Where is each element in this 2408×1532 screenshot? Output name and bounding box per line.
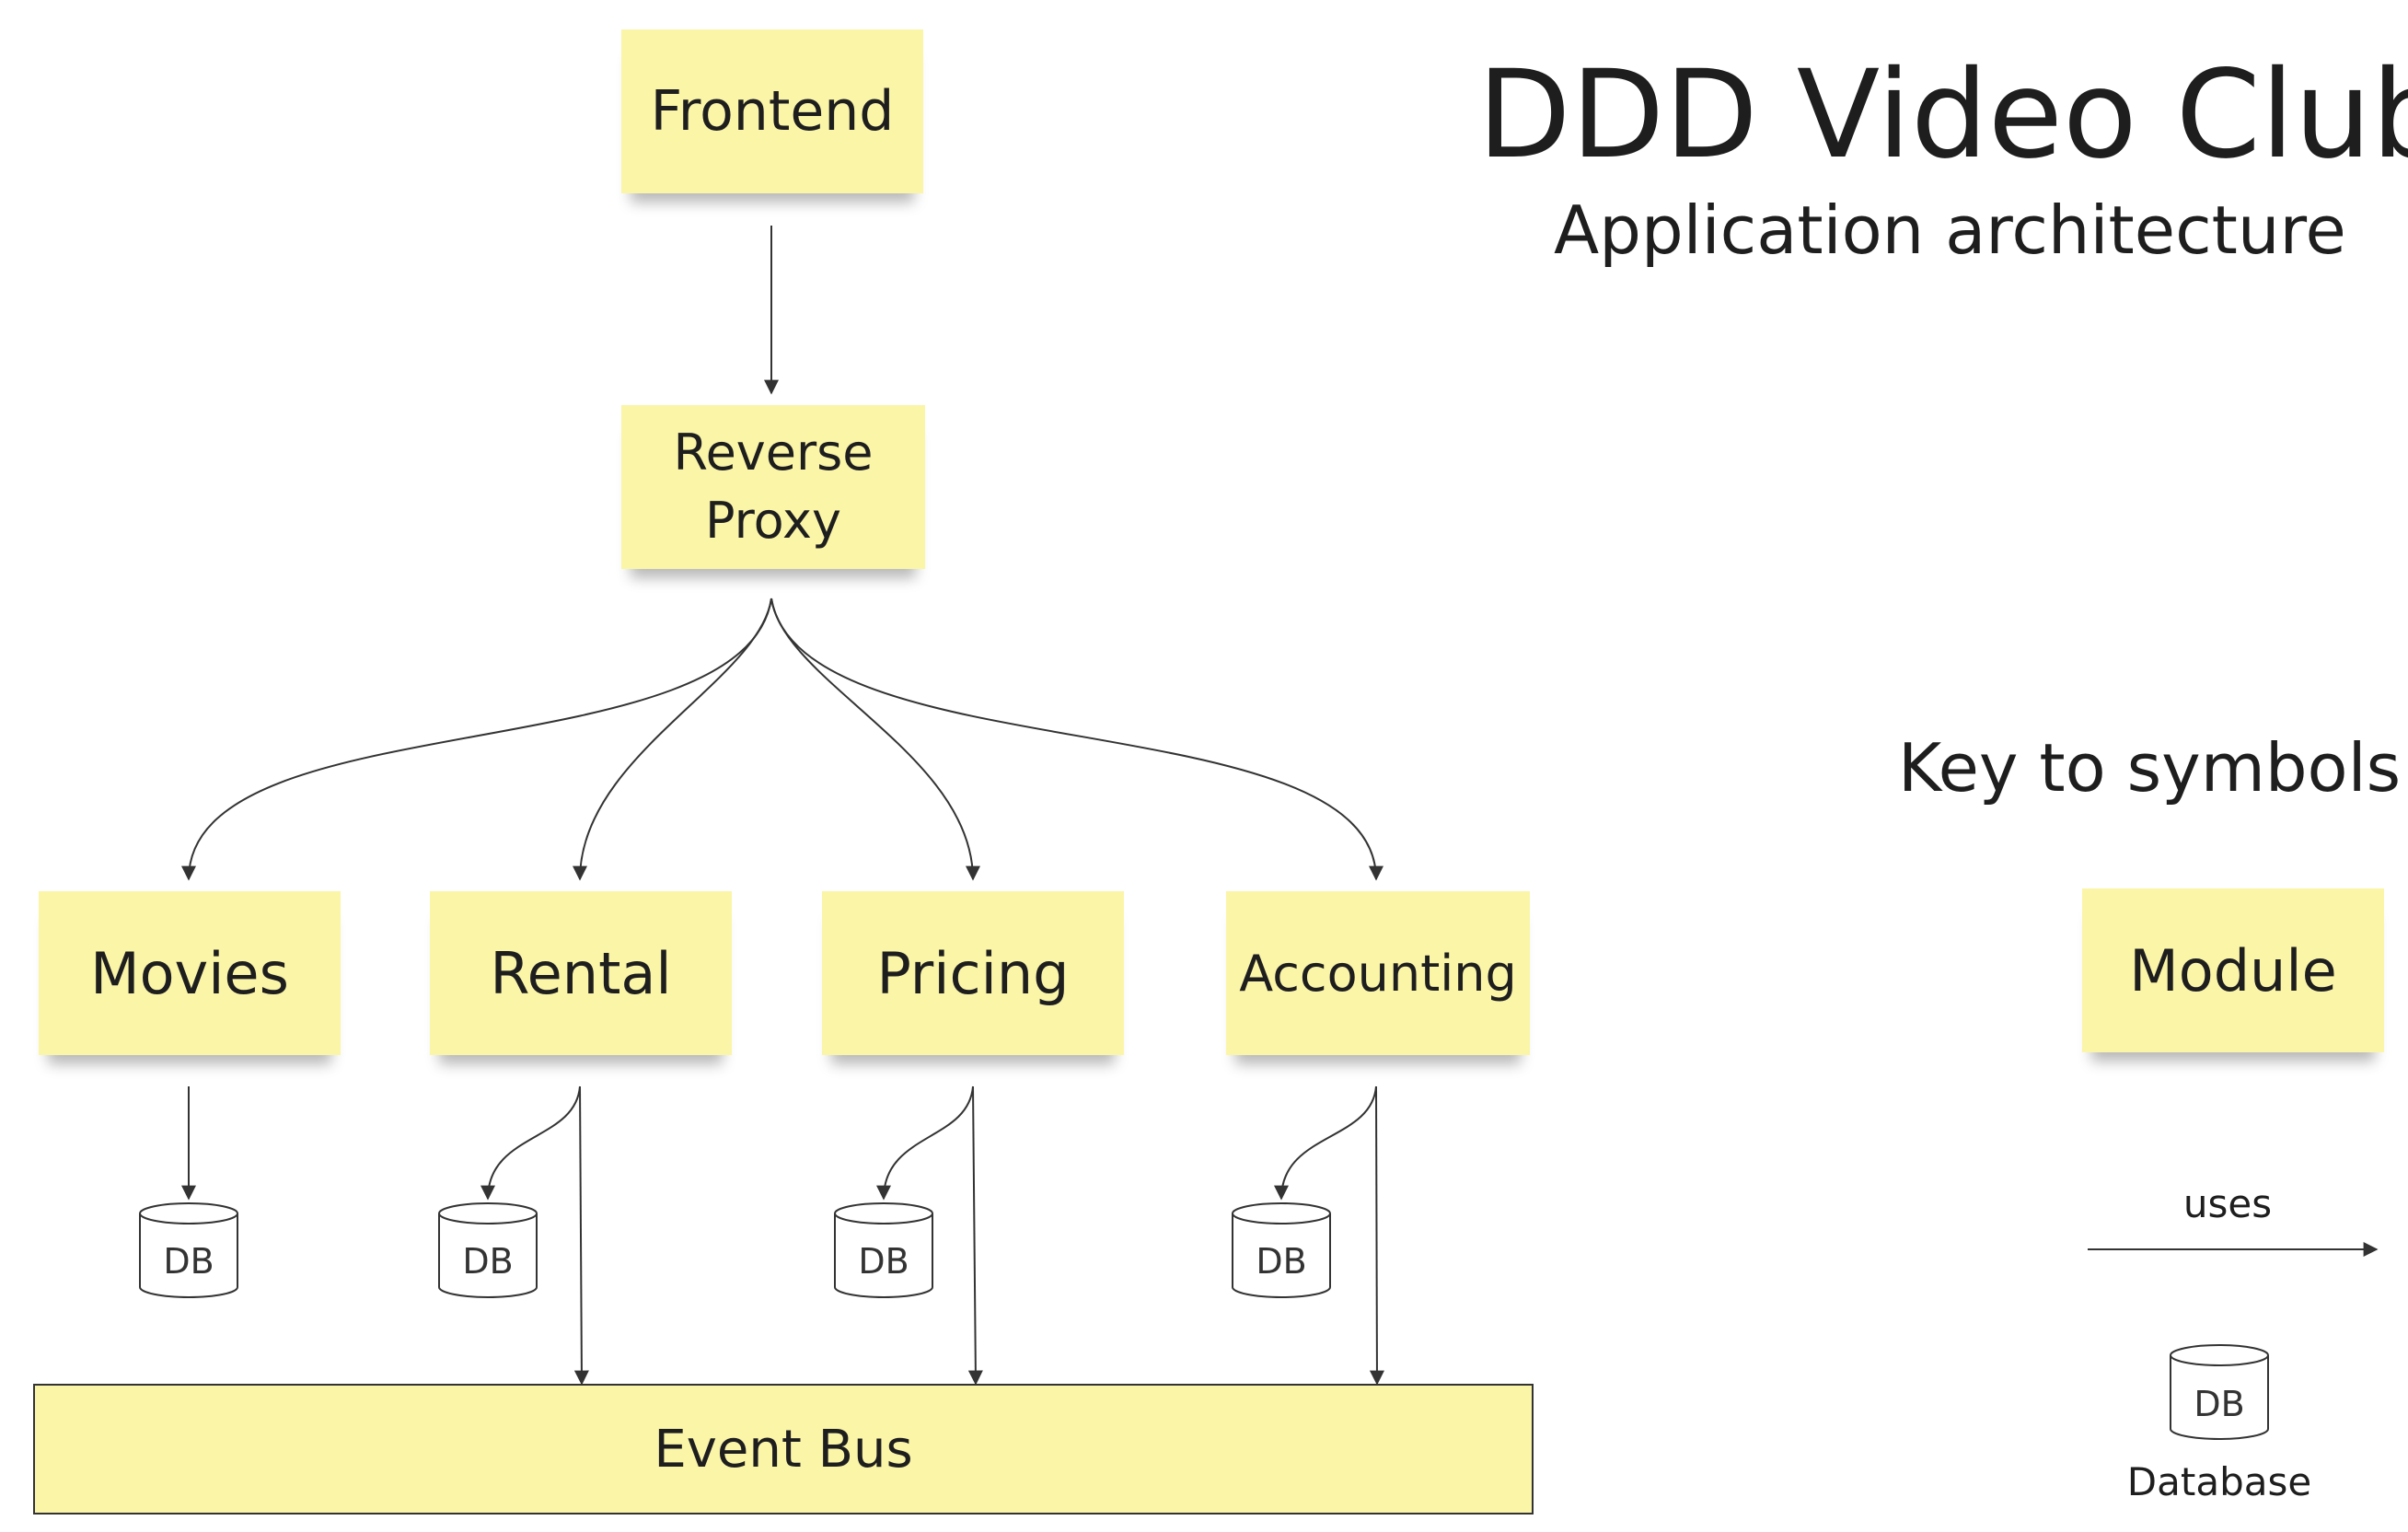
key-uses-label: uses xyxy=(2182,1181,2273,1226)
node-pricing-label: Pricing xyxy=(876,939,1070,1007)
db-pricing xyxy=(834,1202,933,1298)
arrow-proxy-to-pricing xyxy=(770,598,980,881)
node-accounting[interactable]: Accounting xyxy=(1226,891,1530,1055)
arrow-rental-to-db xyxy=(480,1085,581,1201)
page-title: DDD Video Club xyxy=(1477,44,2408,186)
node-event-bus-label: Event Bus xyxy=(654,1419,913,1480)
db-pricing-label: DB xyxy=(858,1241,909,1282)
node-event-bus[interactable]: Event Bus xyxy=(33,1384,1534,1515)
node-frontend[interactable]: Frontend xyxy=(621,29,923,193)
node-accounting-label: Accounting xyxy=(1239,944,1517,1003)
node-frontend-label: Frontend xyxy=(650,79,895,144)
node-movies[interactable]: Movies xyxy=(39,891,341,1055)
arrow-proxy-to-movies xyxy=(181,598,772,881)
arrow-accounting-to-db xyxy=(1274,1085,1377,1201)
node-movies-label: Movies xyxy=(90,939,289,1007)
db-accounting-label: DB xyxy=(1256,1241,1306,1282)
node-reverse-proxy[interactable]: Reverse Proxy xyxy=(621,405,925,569)
arrow-proxy-to-accounting xyxy=(770,598,1383,881)
node-rental[interactable]: Rental xyxy=(430,891,732,1055)
key-module-sticky: Module xyxy=(2082,888,2384,1052)
db-movies-label: DB xyxy=(163,1241,214,1282)
key-heading: Key to symbols: xyxy=(1898,729,2408,807)
db-rental xyxy=(438,1202,538,1298)
arrow-pricing-to-db xyxy=(876,1085,974,1201)
page-subtitle: Application architecture xyxy=(1554,192,2346,269)
node-reverse-proxy-label: Reverse Proxy xyxy=(673,424,874,550)
node-pricing[interactable]: Pricing xyxy=(822,891,1124,1055)
node-rental-label: Rental xyxy=(490,939,672,1007)
key-db-label: DB xyxy=(2194,1384,2244,1424)
arrow-pricing-to-bus xyxy=(967,1085,983,1386)
arrow-proxy-to-rental xyxy=(573,598,772,881)
arrow-rental-to-bus xyxy=(573,1085,589,1386)
db-rental-label: DB xyxy=(462,1241,513,1282)
key-module-label: Module xyxy=(2129,936,2337,1004)
db-accounting xyxy=(1232,1202,1331,1298)
key-database-label: Database xyxy=(2126,1459,2312,1504)
key-db-cylinder xyxy=(2170,1344,2269,1440)
db-movies xyxy=(139,1202,238,1298)
arrow-accounting-to-bus xyxy=(1369,1085,1384,1386)
